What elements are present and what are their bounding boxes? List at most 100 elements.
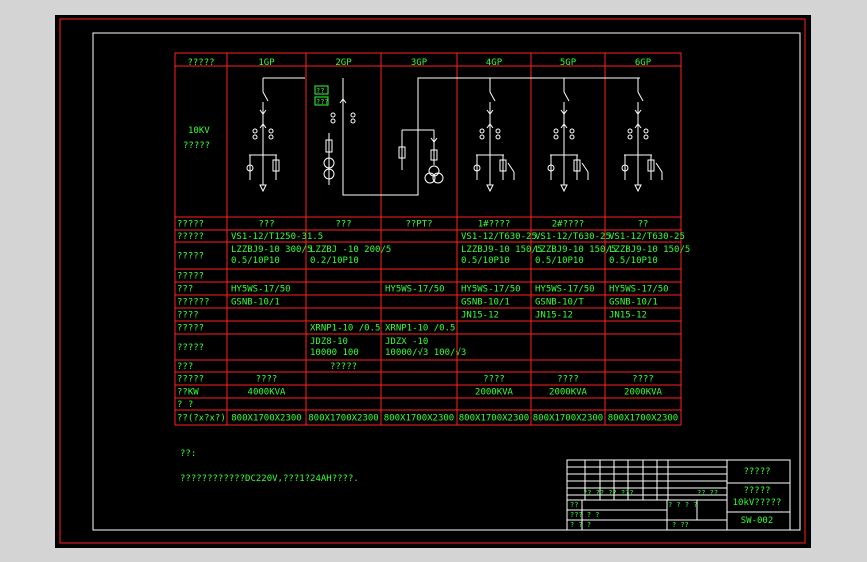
table-cell: 0.5/10P10 <box>461 256 510 266</box>
row-label: ????? <box>177 232 204 242</box>
table-cell: ??? <box>258 220 274 230</box>
table-cell: JN15-12 <box>461 311 499 321</box>
cabinet-header-1: 1GP <box>258 58 275 68</box>
table-cell: 800X1700X2300 <box>308 414 378 424</box>
row-label: ????? <box>177 272 204 282</box>
table-cell: ????? <box>330 362 357 372</box>
inner-frame <box>92 32 801 531</box>
drawing-number: SW-002 <box>741 516 774 526</box>
row-label: ????? <box>177 252 204 262</box>
feeder-symbol <box>547 78 589 193</box>
table-cell: 2000KVA <box>549 388 588 398</box>
table-cell: HY5WS-17/50 <box>535 285 595 295</box>
grid-label-1: ?? ?? <box>697 489 718 497</box>
table-cell: 800X1700X2300 <box>384 414 454 424</box>
table-cell: JN15-12 <box>609 311 647 321</box>
table-cell: GSNB-10/1 <box>231 298 280 308</box>
pt-box-2 <box>314 96 329 106</box>
cabinet-header-6: 6GP <box>635 58 652 68</box>
table-cell: 0.5/10P10 <box>609 256 658 266</box>
table-border <box>174 52 682 426</box>
title-sub1: ????? <box>743 486 770 496</box>
feeder-symbol <box>246 78 280 193</box>
voltage-label: 10KV <box>188 126 210 136</box>
metering-symbol <box>323 98 356 185</box>
row-label: ????? <box>177 343 204 353</box>
row-label: ??? <box>177 362 193 372</box>
table-cell: LZZBJ9-10 150/5 <box>535 245 616 255</box>
table-cell: ??PT? <box>405 220 432 230</box>
pt-box-1-label: ?? <box>316 87 324 95</box>
table-cell: 2#???? <box>552 220 585 230</box>
table-cell: 0.5/10P10 <box>231 256 280 266</box>
notes-title: ??: <box>180 449 196 459</box>
table-cell: GSNB-10/T <box>535 298 584 308</box>
row-label: ????? <box>177 375 204 385</box>
table-cell: ???? <box>557 375 579 385</box>
table-cell: ???? <box>483 375 505 385</box>
table-cell: JN15-12 <box>535 311 573 321</box>
table-cell: 800X1700X2300 <box>608 414 678 424</box>
table-cell: LZZBJ9-10 300/5 <box>231 245 312 255</box>
table-cell: HY5WS-17/50 <box>231 285 291 295</box>
table-cell: XRNP1-10 /0.5 <box>310 324 380 334</box>
table-cell: XRNP1-10 /0.5 <box>385 324 455 334</box>
feeder-symbol <box>621 78 663 193</box>
grid-label-2: ? ? ? ? <box>668 501 698 509</box>
row-label: ????? <box>177 220 204 230</box>
table-cell: 2000KVA <box>475 388 514 398</box>
grid-label-3: ?? <box>570 501 578 509</box>
table-cell: 10000 100 <box>310 348 359 358</box>
table-cell: GSNB-10/1 <box>461 298 510 308</box>
row-label: ???? <box>177 311 199 321</box>
table-cell: VS1-12/T1250-31.5 <box>231 232 323 242</box>
table-cell: GSNB-10/1 <box>609 298 658 308</box>
grid-label-5: ? ? ? <box>570 521 591 529</box>
table-cell: JDZX -10 <box>385 337 428 347</box>
table-cell: 0.5/10P10 <box>535 256 584 266</box>
feeder-symbol <box>473 78 515 193</box>
table-cell: ??? <box>335 220 351 230</box>
row-label: ?????? <box>177 298 210 308</box>
row-label: ????? <box>177 324 204 334</box>
table-cell: ???? <box>256 375 278 385</box>
table-cell: HY5WS-17/50 <box>609 285 669 295</box>
outer-border <box>59 18 806 544</box>
cabinet-header-4: 4GP <box>486 58 503 68</box>
grid-label-6: ? ?? <box>672 521 689 529</box>
table-cell: VS1-12/T630-25 <box>461 232 537 242</box>
table-cell: 1#???? <box>478 220 511 230</box>
header-label: ????? <box>187 58 214 68</box>
table-cell: 4000KVA <box>248 388 287 398</box>
table-cell: HY5WS-17/50 <box>385 285 445 295</box>
notes-line: ????????????DC220V,???1?24AH????. <box>180 474 359 484</box>
pt-box-1 <box>314 85 329 95</box>
table-cell: 800X1700X2300 <box>231 414 301 424</box>
title-main: ????? <box>743 467 770 477</box>
table-cell: 0.2/10P10 <box>310 256 359 266</box>
grid-label-4: ??? ? ? <box>570 511 600 519</box>
row-label: ? ? <box>177 400 193 410</box>
row-label: ??? <box>177 285 193 295</box>
table-cell: LZZBJ9-10 150/5 <box>461 245 542 255</box>
row-label: ??(?x?x?) <box>177 414 226 424</box>
table-cell: 800X1700X2300 <box>533 414 603 424</box>
table-cell: LZZBJ9-10 150/5 <box>609 245 690 255</box>
grid-label-0: ?? ?? ?? ??? <box>583 489 634 497</box>
pt-box-2-label: ??? <box>316 98 329 106</box>
cabinet-header-2: 2GP <box>335 58 352 68</box>
table-cell: VS1-12/T630-25 <box>535 232 611 242</box>
pt-cabinet-symbol <box>398 129 444 184</box>
table-cell: HY5WS-17/50 <box>461 285 521 295</box>
cabinet-header-5: 5GP <box>560 58 577 68</box>
table-cell: 2000KVA <box>624 388 663 398</box>
table-cell: ?? <box>638 220 649 230</box>
row-label: ??KW <box>177 388 199 398</box>
title-sub2: 10kV????? <box>733 498 782 508</box>
single-line-diagram: 10KV ????? ?? ??? <box>183 77 663 196</box>
table-cell: JDZ8-10 <box>310 337 348 347</box>
table-cell: 10000/√3 100/√3 <box>385 347 466 358</box>
table-cell: 800X1700X2300 <box>459 414 529 424</box>
